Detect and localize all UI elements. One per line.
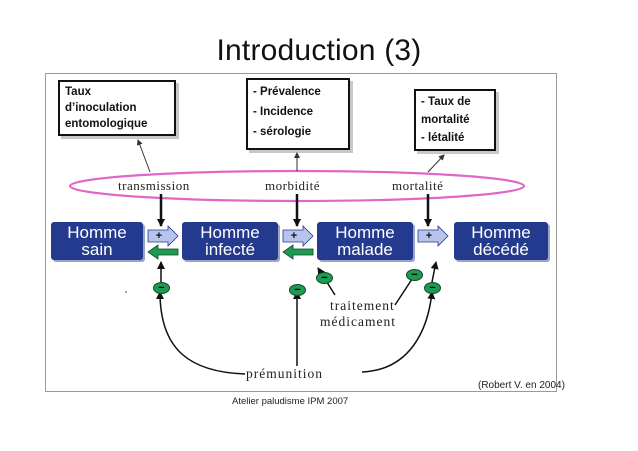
premunition-curve-left bbox=[156, 291, 246, 375]
minus-sign-sain: − bbox=[153, 282, 170, 294]
premunition-label: prémunition bbox=[246, 366, 323, 381]
forward-arrow-sain-infecte bbox=[147, 225, 179, 247]
arrow-to-inoculation-box bbox=[136, 139, 151, 173]
state-sain-line-2: sain bbox=[81, 240, 113, 259]
minus-sign-infecte: − bbox=[289, 284, 306, 296]
footer-credit: Atelier paludisme IPM 2007 bbox=[232, 396, 349, 407]
mortality-line-3: - létalité bbox=[421, 132, 465, 144]
mortalite-label: mortalité bbox=[392, 178, 444, 193]
inoculation-line-3: entomologique bbox=[65, 118, 148, 130]
page-title: Introduction (3) bbox=[216, 34, 422, 67]
inoculation-line-2: d’inoculation bbox=[65, 102, 137, 114]
state-decede-line-1: Homme bbox=[471, 223, 531, 242]
state-homme-decede: Homme décédé bbox=[454, 222, 548, 260]
minus-sign-decede: − bbox=[424, 282, 441, 294]
morbidity-line-2: - Incidence bbox=[253, 106, 314, 118]
backward-arrow-malade-infecte bbox=[282, 244, 314, 260]
state-sain-line-1: Homme bbox=[67, 223, 127, 242]
state-infecte-line-2: infecté bbox=[204, 240, 256, 259]
stray-dot bbox=[125, 291, 127, 293]
morbidite-label: morbidité bbox=[265, 178, 321, 193]
state-decede-line-2: décédé bbox=[473, 240, 529, 259]
minus-arrow-right bbox=[430, 261, 439, 283]
state-malade-line-2: malade bbox=[337, 240, 393, 259]
forward-arrow-malade-decede bbox=[417, 225, 449, 247]
mortality-line-2: mortalité bbox=[421, 114, 470, 126]
backward-arrow-infecte-sain bbox=[147, 244, 179, 260]
inoculation-line-1: Taux bbox=[65, 86, 91, 98]
morbidity-line-1: - Prévalence bbox=[253, 86, 321, 98]
morbidity-measures-box: - Prévalence - Incidence - sérologie bbox=[246, 78, 350, 150]
state-homme-malade: Homme malade bbox=[317, 222, 413, 260]
citation: (Robert V. en 2004) bbox=[478, 380, 565, 391]
arrow-to-mortality-box bbox=[427, 154, 445, 173]
treatment-label-2: médicament bbox=[320, 314, 396, 329]
state-homme-infecte: Homme infecté bbox=[182, 222, 278, 260]
mortality-measures-box: - Taux de mortalité - létalité bbox=[414, 89, 496, 151]
forward-arrow-infecte-malade bbox=[282, 225, 314, 247]
state-malade-line-1: Homme bbox=[335, 223, 395, 242]
transmission-label: transmission bbox=[118, 178, 190, 193]
morbidity-line-3: - sérologie bbox=[253, 126, 312, 138]
treatment-label-1: traitement bbox=[330, 298, 395, 313]
inoculation-rate-box: Taux d’inoculation entomologique bbox=[58, 80, 176, 136]
mortality-line-1: - Taux de bbox=[421, 96, 471, 108]
minus-sign-treatment-right: − bbox=[406, 269, 423, 281]
premunition-curve-right bbox=[361, 291, 436, 373]
state-infecte-line-1: Homme bbox=[200, 223, 260, 242]
plus-sign-2: + bbox=[290, 230, 298, 242]
minus-sign-treatment-left: − bbox=[316, 272, 333, 284]
plus-sign-3: + bbox=[425, 230, 433, 242]
state-homme-sain: Homme sain bbox=[51, 222, 143, 260]
plus-sign-1: + bbox=[155, 230, 163, 242]
